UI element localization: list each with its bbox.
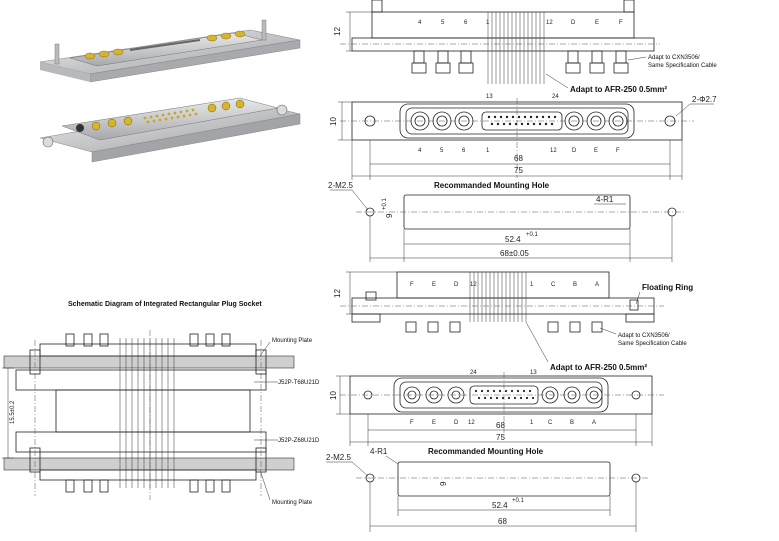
mount-tolerance: +0.1 [382,197,388,210]
bottom-cable-note-1: Adapt to CXN3506/ [618,333,670,339]
cut-width: 52.4 [505,235,521,244]
contact-label: A [595,282,599,288]
cut-width-tolerance: +0.1 [526,232,539,238]
corner-radius: 4-R1 [370,447,388,456]
mounting-plate-label: Mounting Plate [272,500,313,506]
contact-label: 1 [530,420,534,426]
top-side-height: 12 [333,27,342,36]
connector-render-bottom [39,97,301,163]
contact-label: 12 [470,282,477,288]
hole-spec: 2-Φ2.7 [692,95,717,104]
top-cable-note-2: Same Specification Cable [648,63,717,69]
top-afr-note: Adapt to AFR-250 0.5mm² [570,85,667,94]
corner-radius: 4-R1 [596,195,614,204]
contact-label: 12 [550,148,557,154]
contact-label: 1 [486,148,490,154]
bottom-side-view: F E D 12 1 C B A 12 Floating Ring Adapt … [333,271,693,372]
front-height: 10 [329,391,338,400]
contact-label: D [454,420,459,426]
overall-dimension: 75 [496,433,505,442]
bottom-afr-note: Adapt to AFR-250 0.5mm² [550,363,647,372]
contact-label: A [592,420,596,426]
plug-part-number: J52P-T68U21D [278,380,320,386]
contact-label: B [573,282,577,288]
contact-label: E [595,20,599,26]
contact-label: 5 [440,148,444,154]
overall-dimension: 75 [514,166,523,175]
contact-label: 12 [468,420,475,426]
mounting-plate-label: Mounting Plate [272,338,313,344]
contact-label: D [454,282,459,288]
front-left-pin-number: 13 [486,94,493,100]
front-height: 10 [329,117,338,126]
contact-label: C [548,420,553,426]
bottom-mounting-hole: Recommanded Mounting Hole 2-M2.5 4-R1 9 … [326,447,650,532]
contact-label: 5 [441,20,445,26]
contact-label: 12 [546,20,553,26]
front-right-pin-number: 13 [530,370,537,376]
socket-part-number: J52P-Z68U21D [278,438,320,444]
front-right-pin-number: 24 [552,94,559,100]
schematic-title: Schematic Diagram of Integrated Rectangu… [68,301,262,308]
contact-label: B [570,420,574,426]
thread-spec: 2-M2.5 [328,181,353,190]
contact-label: E [432,420,436,426]
top-mounting-hole: Recommanded Mounting Hole 2-M2.5 4-R1 9 … [328,181,686,262]
contact-label: 6 [464,20,468,26]
pitch-dimension: 68 [496,421,505,430]
bottom-side-contact-labels: F E D 12 1 C B A [410,282,599,288]
bottom-side-height: 12 [333,289,342,298]
cut-width-tolerance: +0.1 [512,498,525,504]
hole-pitch: 68±0.05 [500,249,529,258]
schematic-assembly: Schematic Diagram of Integrated Rectangu… [2,301,320,506]
stack-height: 15.5±0.2 [10,400,16,424]
mount-title: Recommanded Mounting Hole [428,447,544,456]
contact-label: E [432,282,436,288]
bottom-front-view: 24 13 F E D 12 1 C B A 10 68 75 [329,370,664,446]
contact-label: D [572,148,577,154]
cut-width: 52.4 [492,501,508,510]
mount-title: Recommanded Mounting Hole [434,181,550,190]
top-cable-note-1: Adapt to CXN3506/ [648,55,700,61]
contact-label: F [616,148,620,154]
mount-height: 9 [385,213,394,218]
top-side-view: 12 4 5 6 1 12 D E F Adapt to CXN3506/ Sa… [333,0,717,94]
top-side-contact-labels: 4 5 6 1 12 D E F [418,20,623,26]
hole-pitch: 68 [498,517,507,526]
front-left-pin-number: 24 [470,370,477,376]
contact-label: C [551,282,556,288]
top-front-view: 13 24 4 5 6 1 12 D E F 2-Φ2.7 10 68 75 [329,94,717,180]
thread-spec: 2-M2.5 [326,453,351,462]
pitch-dimension: 68 [514,154,523,163]
contact-label: 1 [530,282,534,288]
contact-label: 4 [418,20,422,26]
contact-label: F [410,420,414,426]
contact-label: 6 [462,148,466,154]
contact-label: E [594,148,598,154]
floating-ring-label: Floating Ring [642,283,693,292]
contact-label: 1 [486,20,490,26]
bottom-cable-note-2: Same Specification Cable [618,341,687,347]
contact-label: D [571,20,576,26]
mount-height: 9 [439,481,448,486]
contact-label: 4 [418,148,422,154]
contact-label: F [410,282,414,288]
contact-label: F [619,20,623,26]
connector-render-top [39,19,301,83]
